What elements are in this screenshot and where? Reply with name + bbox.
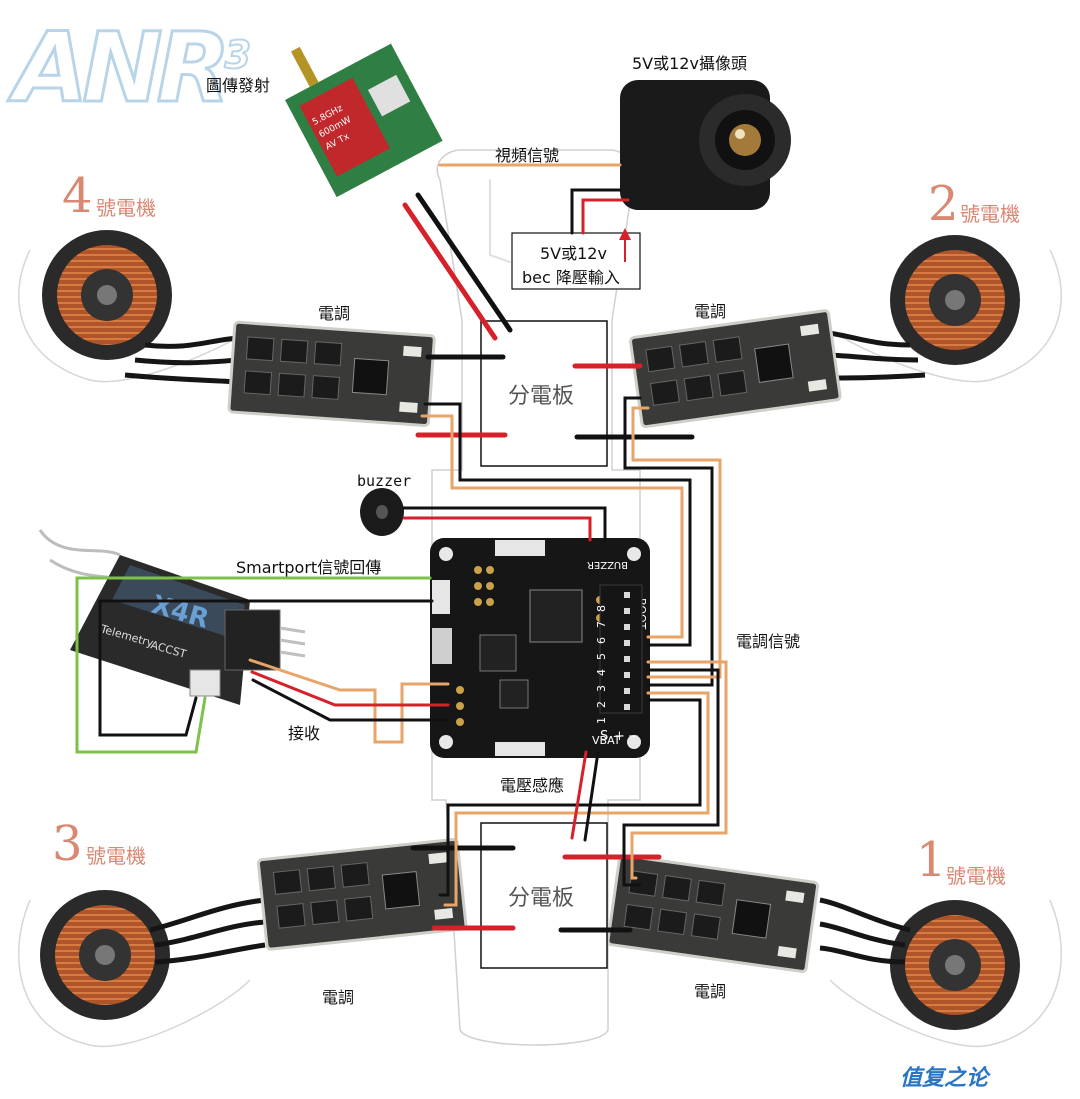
label-pdb-top: 分電板 [508, 384, 575, 409]
label-esc-top-right: 電調 [694, 302, 727, 321]
svg-text:2: 2 [595, 701, 608, 708]
camera [620, 80, 791, 210]
flight-controller: BOOT BUZZER VBAT 8 7 6 5 4 3 2 1 S + − [430, 538, 650, 758]
motor-1-number: 1 [916, 832, 947, 888]
svg-text:1: 1 [595, 717, 608, 724]
wires [75, 163, 728, 933]
label-smartport: Smartport信號回傳 [236, 558, 382, 577]
svg-text:5: 5 [595, 653, 608, 660]
esc-bottom-left [256, 837, 468, 952]
svg-text:BUZZER: BUZZER [587, 559, 628, 570]
label-bec-line2: bec 降壓輸入 [522, 268, 620, 287]
label-esc-bottom-right: 電調 [694, 982, 727, 1001]
svg-text:7: 7 [595, 621, 608, 628]
label-pdb-bottom: 分電板 [508, 886, 575, 911]
arm-outline [829, 249, 1063, 383]
arm-outline [18, 899, 251, 1048]
svg-text:3: 3 [595, 685, 608, 692]
motor-2-number: 2 [928, 176, 959, 232]
fc-esc-pin-header: 8 7 6 5 4 3 2 1 [595, 584, 643, 724]
esc-bottom-right [605, 853, 820, 974]
motor-2-label: 號電機 [960, 202, 1020, 226]
svg-text:6: 6 [595, 637, 608, 644]
label-bec-line1: 5V或12v [540, 244, 607, 263]
label-receive: 接收 [288, 724, 321, 743]
motor-4-number: 4 [62, 168, 93, 224]
motor-4 [42, 230, 172, 360]
brand-logo: ANR3 [13, 11, 253, 126]
svg-text:VBAT: VBAT [592, 734, 621, 747]
label-buzzer: buzzer [357, 472, 412, 490]
motor-3 [40, 890, 170, 1020]
motor-2 [890, 235, 1020, 365]
label-voltage-sense: 電壓感應 [500, 776, 565, 795]
pdb-top [480, 320, 608, 467]
motor-4-label: 號電機 [96, 196, 156, 220]
buzzer [360, 488, 404, 536]
motor-1 [890, 900, 1020, 1030]
vtx-transmitter: 5.8GHz 600mW AV Tx [285, 43, 443, 198]
svg-text:4: 4 [595, 669, 608, 676]
arm-outline [829, 899, 1062, 1048]
arm-outline [17, 249, 251, 383]
motor-3-label: 號電機 [86, 844, 146, 868]
svg-text:+: + [614, 729, 625, 744]
svg-text:S: S [600, 729, 608, 744]
esc-top-left [227, 320, 437, 428]
label-camera: 5V或12v攝像頭 [632, 54, 747, 73]
label-esc-top-left: 電調 [318, 304, 351, 323]
svg-text:−: − [628, 729, 639, 744]
motor-1-label: 號電機 [946, 864, 1006, 888]
svg-text:8: 8 [595, 605, 608, 612]
bec-box [511, 232, 641, 290]
label-video-signal: 視頻信號 [495, 146, 560, 165]
label-vtx: 圖傳發射 [206, 76, 271, 95]
watermark: 值复之论 [900, 1066, 989, 1091]
motor-3-number: 3 [52, 816, 83, 872]
esc-top-right [628, 308, 843, 429]
label-esc-signal: 電調信號 [736, 632, 801, 651]
label-esc-bottom-left: 電調 [322, 988, 355, 1007]
